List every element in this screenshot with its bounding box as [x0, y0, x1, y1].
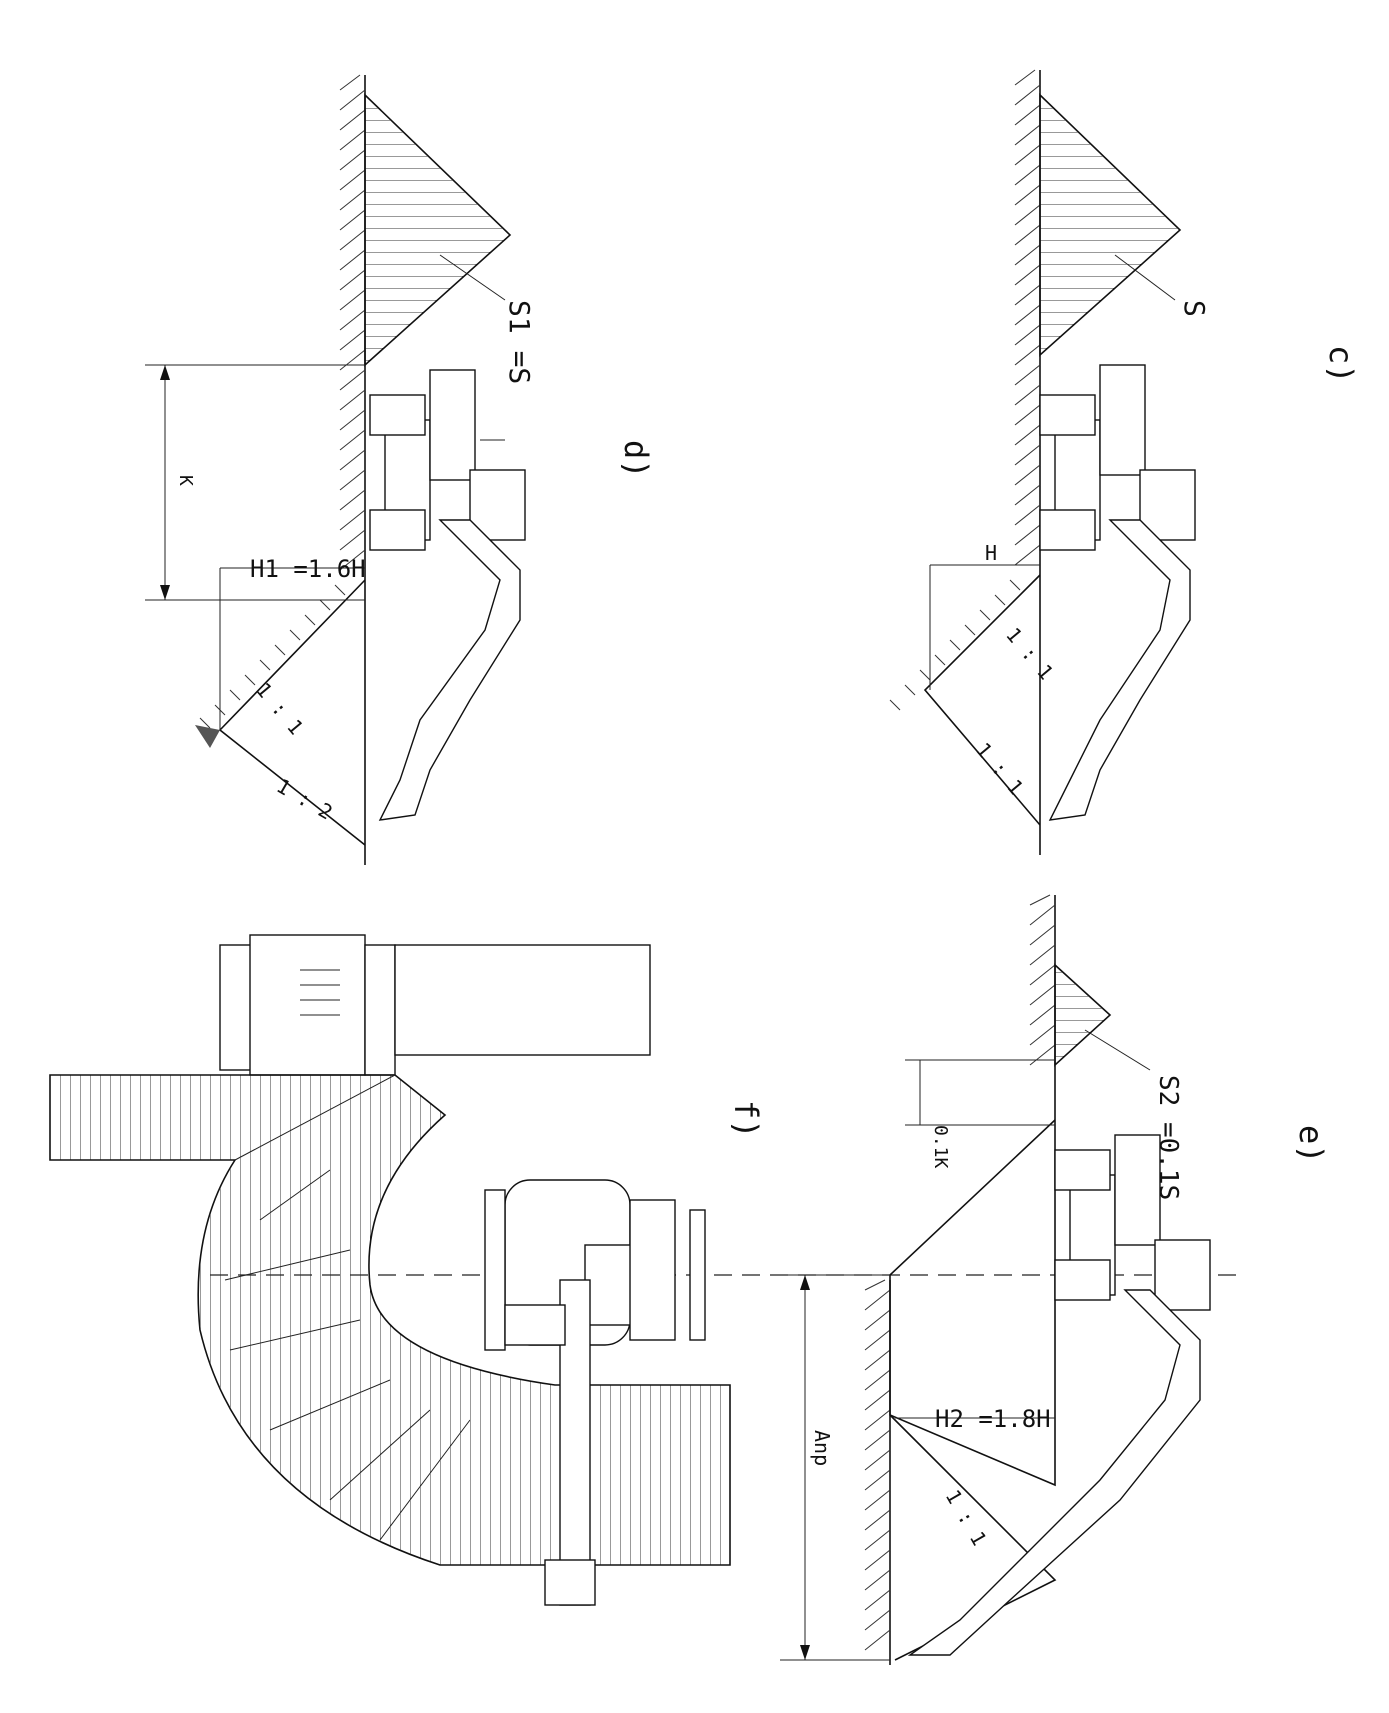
panel-f-label: f)	[727, 1100, 765, 1139]
excavator-c	[1039, 364, 1196, 821]
excavator-e	[907, 1134, 1211, 1656]
panel-c: c) S H 1 : 1 1 : 1	[889, 69, 1360, 855]
depth-label-e: H2 =1.8H	[935, 1405, 1051, 1433]
slope-lower-c: 1 : 1	[971, 738, 1028, 800]
panel-d: d) S1 =S K H1 =1.6H 1 : 1 1 : 2	[145, 74, 655, 865]
spoil-label-d: S1 =S	[503, 300, 536, 384]
spoil-pile-c	[1039, 93, 1182, 357]
truck-topview	[219, 934, 651, 1076]
excavator-topview	[484, 1179, 706, 1606]
excavator-d	[369, 369, 526, 821]
slope-lower-d: 1 : 2	[273, 774, 337, 825]
offset-label-e: 0.1K	[930, 1125, 951, 1169]
spoil-label-c: S	[1178, 300, 1211, 317]
depth-label-c: H	[985, 541, 997, 565]
panel-e: e) S2 =0.1S 0.1K H2 =1.8H Anp 1 : 1	[780, 894, 1330, 1665]
spoil-pile-e	[1054, 963, 1112, 1067]
panel-d-label: d)	[617, 440, 655, 479]
slope-upper-c: 1 : 1	[1001, 623, 1058, 685]
panel-f: f)	[49, 934, 1240, 1606]
spoil-label-e: S2 =0.1S	[1153, 1075, 1183, 1200]
ground-hatch-d	[339, 74, 366, 571]
trench-profile-c	[923, 574, 1041, 826]
depth-label-d: H1 =1.6H	[250, 555, 366, 583]
panel-e-label: e)	[1292, 1125, 1330, 1164]
panel-c-label: c)	[1322, 345, 1360, 384]
reach-label-e: Anp	[810, 1430, 834, 1466]
slope-label-e: 1 : 1	[941, 1486, 992, 1550]
spoil-pile-d	[364, 93, 512, 367]
slope-upper-d: 1 : 1	[251, 678, 308, 740]
reach-label-d: K	[175, 475, 196, 486]
